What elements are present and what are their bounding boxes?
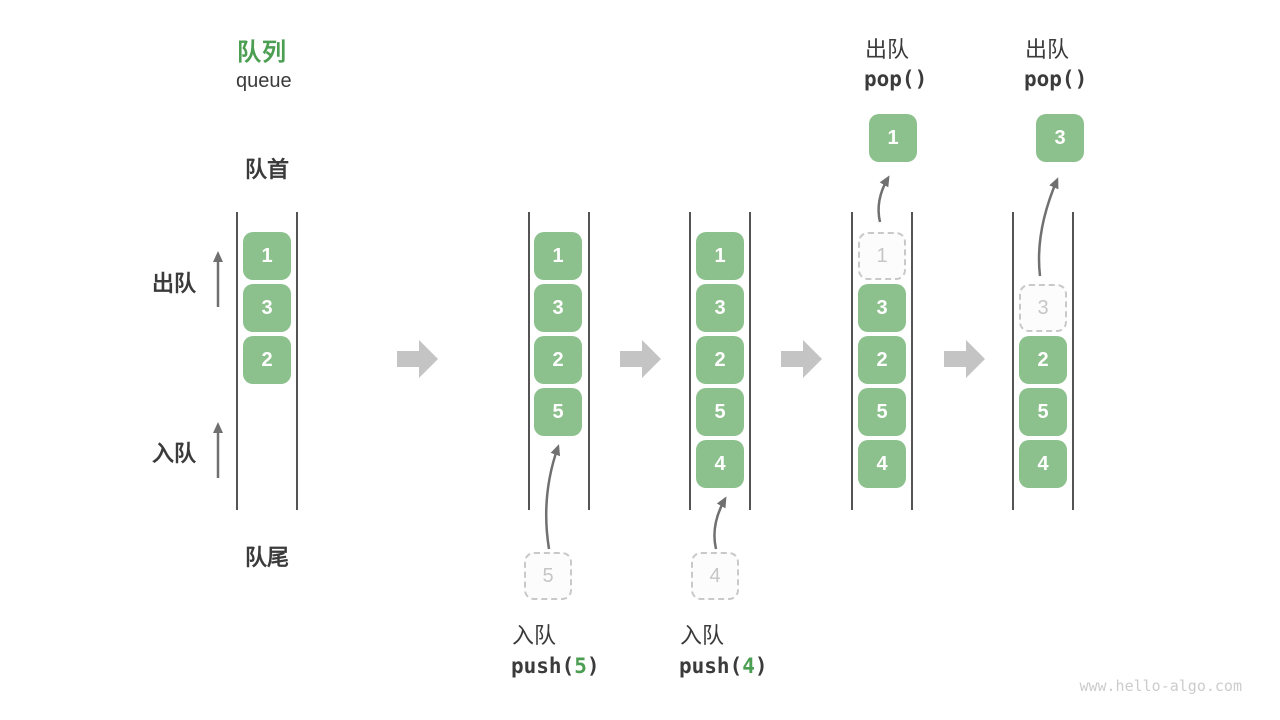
next-state-arrow-icon [781, 340, 822, 378]
queue-wall [689, 212, 691, 510]
queue-cell: 4 [696, 440, 744, 488]
queue-cell: 1 [696, 232, 744, 280]
queue-cell: 3 [696, 284, 744, 332]
dequeue-op-label: 出队 [865, 37, 910, 62]
pop-code: pop() [1024, 67, 1088, 91]
title-en: queue [236, 70, 292, 92]
queue-cell: 4 [1019, 440, 1067, 488]
next-state-arrow-icon [944, 340, 985, 378]
incoming-element: 5 [524, 552, 572, 600]
push-4-arrow-icon [713, 496, 727, 550]
pop-3-arrow-icon [1037, 177, 1059, 277]
queue-cell: 4 [858, 440, 906, 488]
queue-cell: 5 [696, 388, 744, 436]
ghost-cell: 3 [1019, 284, 1067, 332]
next-state-arrow-icon [620, 340, 661, 378]
queue-cell: 3 [243, 284, 291, 332]
queue-cell: 2 [1019, 336, 1067, 384]
pop-code: pop() [864, 67, 928, 91]
ghost-cell: 1 [858, 232, 906, 280]
queue-cell: 5 [534, 388, 582, 436]
queue-cell: 1 [243, 232, 291, 280]
code-text: ) [586, 654, 600, 678]
queue-cell: 2 [534, 336, 582, 384]
code-arg: 4 [742, 654, 755, 678]
queue-cell: 3 [858, 284, 906, 332]
enqueue-op-label: 入队 [680, 623, 725, 648]
queue-wall [588, 212, 590, 510]
queue-cell: 1 [534, 232, 582, 280]
popped-element: 3 [1036, 114, 1084, 162]
queue-cell: 5 [858, 388, 906, 436]
queue-wall [528, 212, 530, 510]
popped-element: 1 [869, 114, 917, 162]
dequeue-op-label: 出队 [1025, 37, 1070, 62]
code-arg: 5 [574, 654, 587, 678]
queue-cell: 2 [243, 336, 291, 384]
code-text: ) [754, 654, 768, 678]
queue-wall [911, 212, 913, 510]
push-code: push(5) [511, 654, 600, 678]
push-5-arrow-icon [545, 444, 561, 550]
next-state-arrow-icon [397, 340, 438, 378]
dequeue-label: 出队 [152, 271, 197, 296]
queue-cell: 3 [534, 284, 582, 332]
code-text: push( [511, 654, 575, 678]
queue-wall [749, 212, 751, 510]
enqueue-op-label: 入队 [512, 623, 557, 648]
title-zh: 队列 [237, 39, 287, 66]
queue-wall [1072, 212, 1074, 510]
queue-front-label: 队首 [244, 157, 289, 182]
enqueue-label: 入队 [152, 441, 197, 466]
queue-cell: 2 [858, 336, 906, 384]
queue-wall [296, 212, 298, 510]
queue-wall [851, 212, 853, 510]
code-text: push( [679, 654, 743, 678]
queue-rear-label: 队尾 [244, 545, 289, 570]
queue-cell: 5 [1019, 388, 1067, 436]
queue-cell: 2 [696, 336, 744, 384]
push-code: push(4) [679, 654, 768, 678]
queue-wall [1012, 212, 1014, 510]
watermark: www.hello-algo.com [1079, 677, 1242, 695]
pop-1-arrow-icon [877, 175, 890, 223]
incoming-element: 4 [691, 552, 739, 600]
queue-wall [236, 212, 238, 510]
